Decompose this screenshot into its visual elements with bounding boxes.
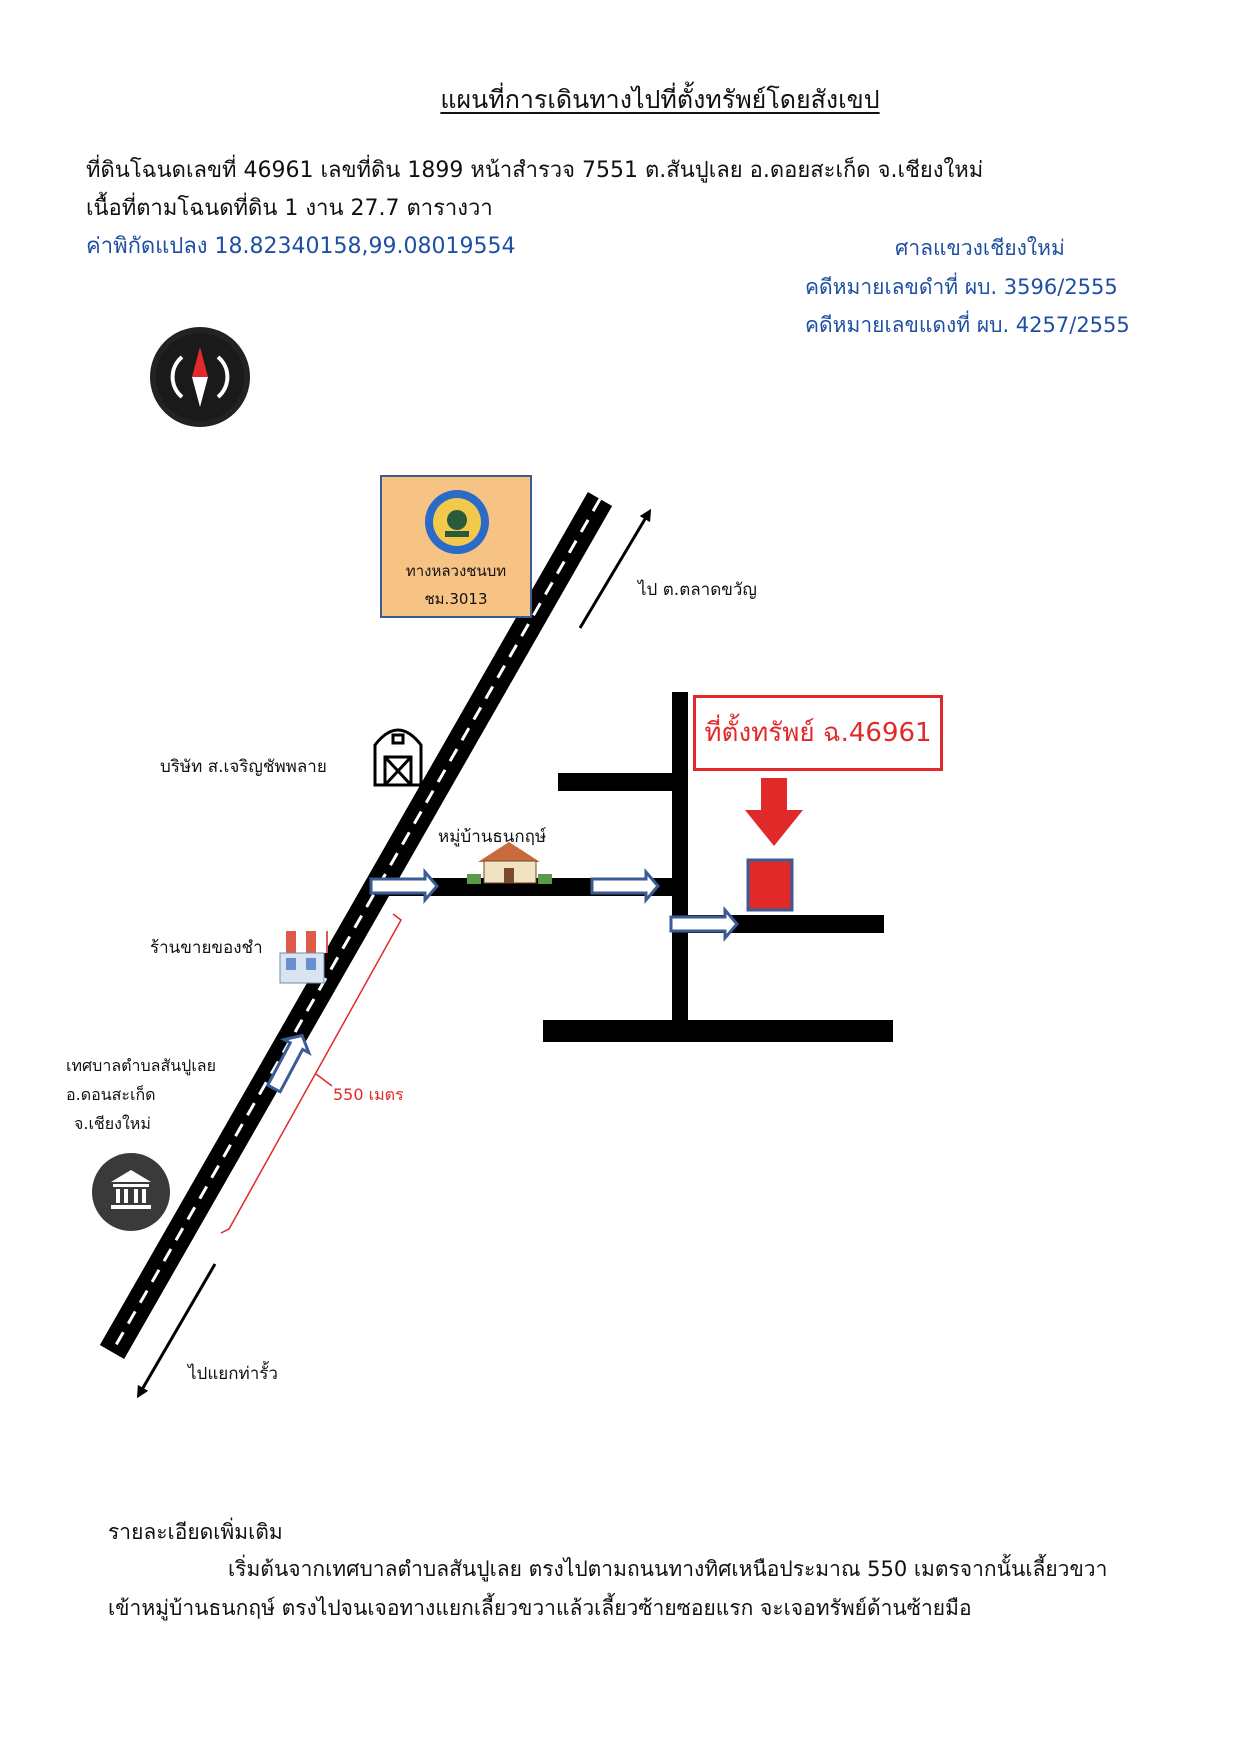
south-direction-arrow: [136, 1263, 217, 1399]
distance-bracket: [220, 913, 402, 1234]
municipality-label-line2: อ.ดอนสะเก็ด: [66, 1085, 156, 1104]
distance-label: 550 เมตร: [333, 1085, 404, 1104]
land-area-line: เนื้อที่ตามโฉนดที่ดิน 1 งาน 27.7 ตารางวา: [86, 196, 493, 221]
page-title: แผนที่การเดินทางไปที่ตั้งทรัพย์โดยสังเขป: [440, 85, 880, 114]
land-deed-line: ที่ดินโฉนดเลขที่ 46961 เลขที่ดิน 1899 หน…: [86, 158, 984, 183]
company-label: บริษัท ส.เจริญชัพพลาย: [160, 757, 327, 777]
barn-icon: [373, 728, 423, 787]
highway-sign: ทางหลวงชนบท ชม.3013: [380, 475, 532, 618]
south-destination-label: ไปแยกท่ารั้ว: [188, 1364, 278, 1384]
village-label: หมู่บ้านธนกฤษ์: [438, 827, 547, 847]
house-icon: [467, 842, 552, 884]
red-case-number: คดีหมายเลขแดงที่ ผบ. 4257/2555: [805, 313, 1130, 337]
side-roads: [375, 692, 893, 1042]
shop-icon: [276, 931, 328, 984]
court-name: ศาลแขวงเชียงใหม่: [895, 236, 1065, 260]
details-paragraph-line2: เข้าหมู่บ้านธนกฤษ์ ตรงไปจนเจอทางแยกเลี้ย…: [108, 1596, 972, 1620]
details-paragraph-line1: เริ่มต้นจากเทศบาลตำบลสันปูเลย ตรงไปตามถน…: [228, 1557, 1108, 1581]
property-label: ที่ตั้งทรัพย์ ฉ.46961: [693, 695, 943, 771]
north-direction-arrow: [578, 508, 652, 629]
municipality-label-line1: เทศบาลตำบลสันปูเลย: [66, 1056, 216, 1075]
details-heading: รายละเอียดเพิ่มเติม: [108, 1520, 283, 1544]
property-pointer-arrow: [745, 778, 803, 846]
highway-emblem-icon: [425, 490, 489, 554]
route-arrow-1: [369, 867, 439, 905]
government-building-icon: [92, 1153, 170, 1231]
main-road: [99, 492, 613, 1359]
municipality-label-line3: จ.เชียงใหม่: [74, 1114, 151, 1133]
road-sign-code: ชม.3013: [424, 590, 488, 608]
road-sign-name: ทางหลวงชนบท: [405, 562, 507, 580]
black-case-number: คดีหมายเลขดำที่ ผบ. 3596/2555: [805, 275, 1118, 299]
route-arrow-2: [590, 867, 660, 905]
route-arrow-3: [669, 905, 739, 943]
coordinates-line: ค่าพิกัดแปลง 18.82340158,99.08019554: [86, 234, 516, 259]
property-marker-icon: [746, 858, 794, 912]
compass-icon: [150, 327, 250, 427]
route-arrow-4: [265, 1033, 312, 1094]
north-destination-label: ไป ต.ตลาดขวัญ: [638, 580, 757, 600]
shop-label: ร้านขายของชำ: [150, 938, 263, 958]
